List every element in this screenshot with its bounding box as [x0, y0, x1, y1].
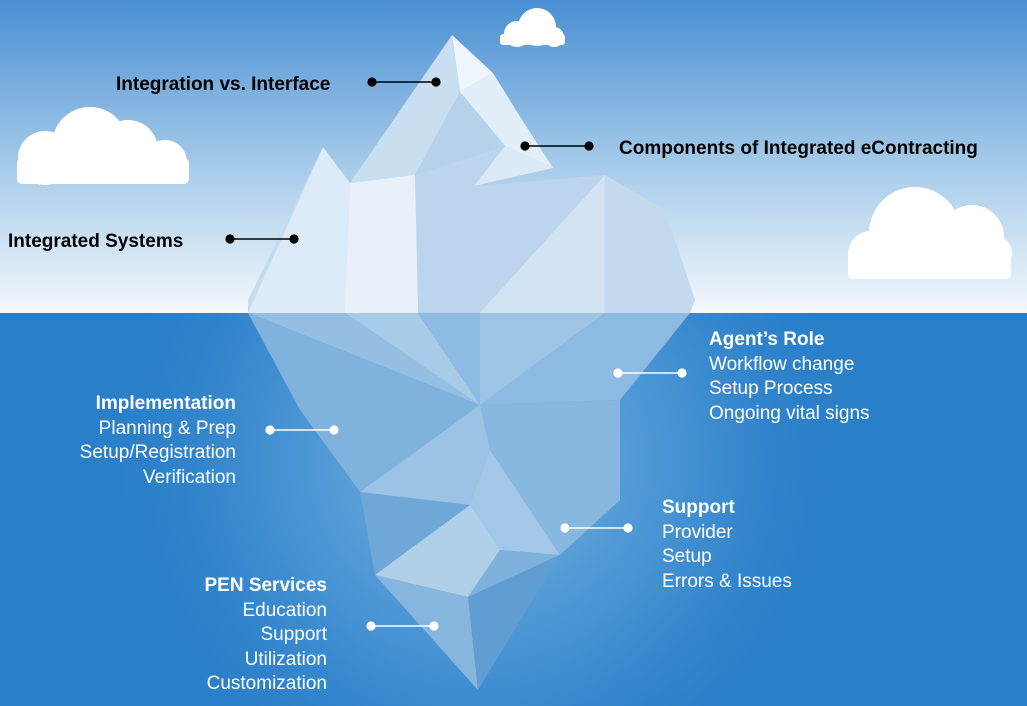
agents-role-item: Setup Process — [709, 378, 833, 399]
implementation-item: Planning & Prep — [98, 417, 236, 439]
implementation-heading: Implementation — [95, 393, 236, 414]
connector-pen-services — [366, 621, 439, 631]
pen-services-item: Customization — [206, 673, 327, 694]
group-implementation: Implementation Planning & Prep Setup/Reg… — [80, 392, 236, 490]
connector-integration-vs-interface — [367, 77, 441, 87]
group-pen-services: PEN Services Education Support Utilizati… — [204, 574, 327, 697]
connector-support — [560, 523, 633, 533]
support-item: Setup — [662, 546, 712, 567]
group-agents-role: Agent’s Role Workflow change Setup Proce… — [709, 328, 870, 426]
pen-services-heading: PEN Services — [204, 575, 327, 596]
connectors-below — [265, 368, 687, 631]
pen-services-item: Education — [242, 599, 327, 621]
connector-implementation — [265, 425, 339, 435]
pen-services-item: Support — [260, 624, 327, 645]
implementation-item: Verification — [143, 466, 236, 488]
support-item: Provider — [662, 521, 733, 543]
iceberg-tip — [248, 35, 695, 313]
connector-components — [520, 141, 594, 151]
connector-integrated-systems — [225, 234, 299, 244]
connector-agents-role — [613, 368, 687, 378]
iceberg-underwater — [248, 313, 690, 690]
label-components-of-integrated-econtracting: Components of Integrated eContracting — [619, 138, 978, 159]
support-heading: Support — [662, 497, 735, 518]
agents-role-item: Workflow change — [709, 353, 855, 375]
implementation-item: Setup/Registration — [79, 442, 236, 463]
pen-services-item: Utilization — [244, 648, 327, 670]
cloud-right — [848, 187, 1012, 279]
support-item: Errors & Issues — [662, 570, 792, 592]
group-support: Support Provider Setup Errors & Issues — [662, 496, 792, 594]
agents-role-heading: Agent’s Role — [709, 329, 825, 350]
label-integrated-systems: Integrated Systems — [8, 231, 184, 252]
cloud-top — [500, 8, 565, 47]
connectors-above — [225, 77, 594, 244]
label-integration-vs-interface: Integration vs. Interface — [116, 74, 331, 95]
agents-role-item: Ongoing vital signs — [709, 402, 870, 424]
cloud-left — [17, 107, 189, 185]
